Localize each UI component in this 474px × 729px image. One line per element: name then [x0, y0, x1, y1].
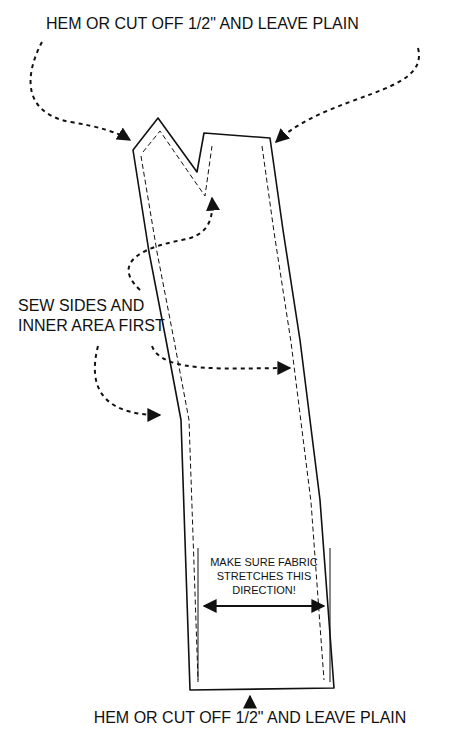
leader-arrow [129, 198, 213, 290]
cut-line [198, 548, 330, 682]
leader-arrow [95, 346, 160, 415]
leader-arrow [152, 346, 290, 369]
leader-arrow [276, 48, 419, 142]
note-label: HEM OR CUT OFF 1/2" AND LEAVE PLAIN [40, 708, 460, 728]
pattern-outline [133, 118, 334, 690]
leader-arrow [31, 42, 130, 140]
stitch-line [143, 131, 324, 680]
note-label: SEW SIDES AND INNER AREA FIRST [18, 296, 198, 336]
note-label: HEM OR CUT OFF 1/2" AND LEAVE PLAIN [46, 14, 466, 34]
stitch-line [141, 156, 198, 680]
leader-arrow [249, 696, 251, 706]
note-label: MAKE SURE FABRIC STRETCHES THIS DIRECTIO… [204, 556, 324, 597]
stretch-arrow [204, 605, 324, 607]
